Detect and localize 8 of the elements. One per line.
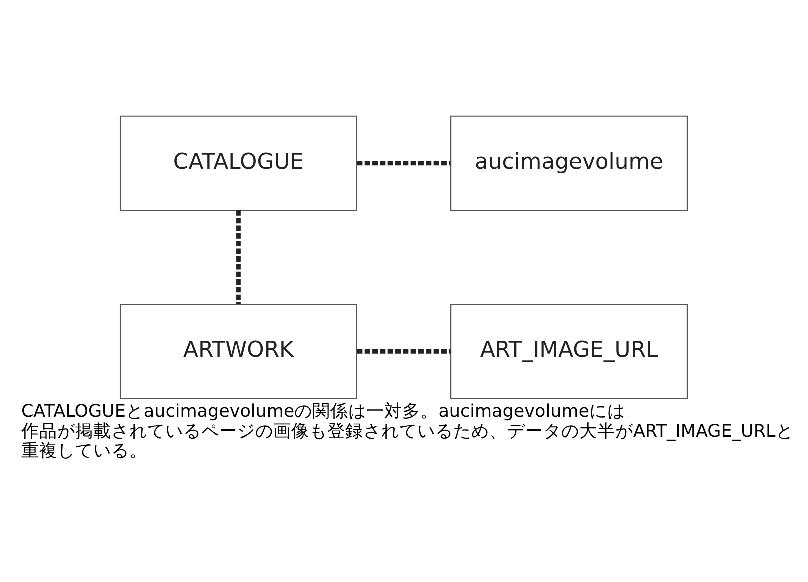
node-box: ARTWORK [120, 304, 358, 399]
node-box: ART_IMAGE_URL [450, 304, 688, 399]
caption: CATALOGUEとaucimagevolumeの関係は一対多。aucimagevolumeには作品が掲載されているページの画像も登録されているため、データの大半がART_IMAGE_URLと重複している。 [21, 402, 794, 462]
connector [357, 349, 451, 354]
node-box: aucimagevolume [450, 115, 688, 211]
node-box: CATALOGUE [120, 115, 358, 211]
connector [236, 210, 241, 304]
connector [357, 160, 451, 166]
